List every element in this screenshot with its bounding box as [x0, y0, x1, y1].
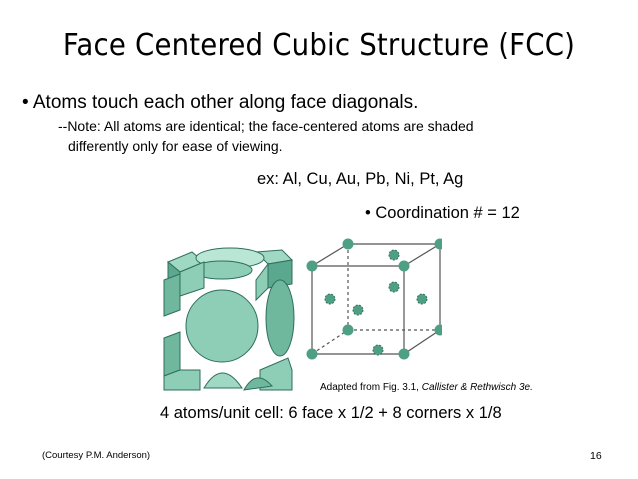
note-line-2: differently only for ease of viewing. [68, 138, 283, 154]
coordination-bullet: • Coordination # = 12 [365, 204, 520, 222]
note-line-1: --Note: All atoms are identical; the fac… [58, 118, 474, 134]
atoms-per-cell-text: 4 atoms/unit cell: 6 face x 1/2 + 8 corn… [160, 404, 502, 422]
figure-attribution: Adapted from Fig. 3.1, Callister & Rethw… [320, 382, 533, 393]
attribution-prefix: Adapted from Fig. 3.1, [320, 382, 422, 393]
courtesy-note: (Courtesy P.M. Anderson) [42, 450, 151, 461]
fcc-hard-sphere-model [163, 247, 295, 391]
slide-title: Face Centered Cubic Structure (FCC) [62, 28, 576, 63]
fcc-unit-cell-diagram [306, 238, 442, 360]
main-bullet: • Atoms touch each other along face diag… [22, 92, 419, 113]
attribution-source: Callister & Rethwisch 3e. [421, 382, 533, 393]
examples-text: ex: Al, Cu, Au, Pb, Ni, Pt, Ag [257, 170, 464, 188]
page-number: 16 [590, 450, 602, 462]
